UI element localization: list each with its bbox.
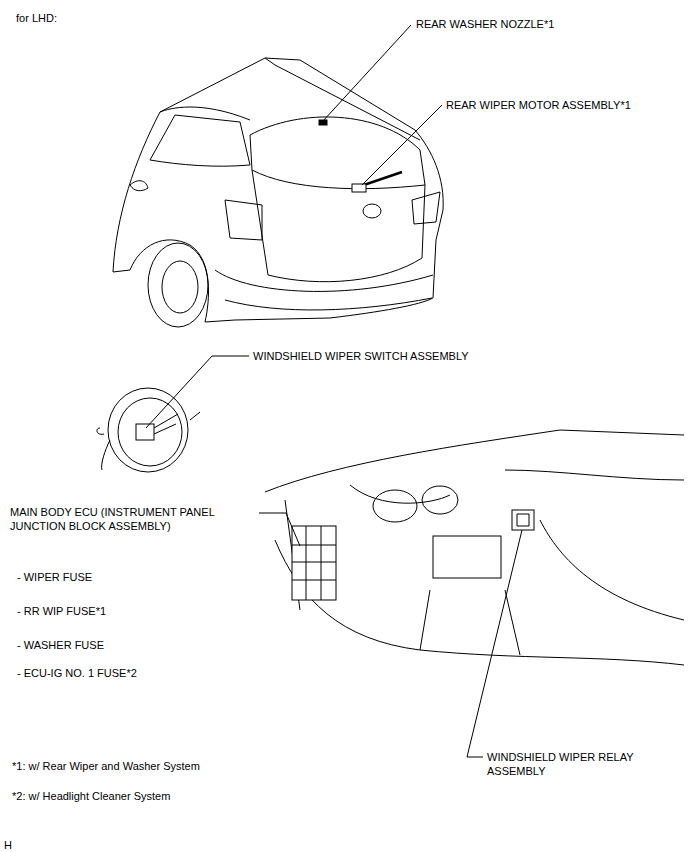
side-window [150, 115, 250, 166]
rear-window [250, 117, 425, 189]
mirror [130, 181, 148, 191]
rear-wiper-motor [352, 184, 366, 192]
center-display [433, 536, 501, 578]
junction-block [292, 526, 336, 600]
gauge [373, 490, 417, 522]
part-label: H [4, 838, 12, 852]
wiper-switch-lever [154, 414, 178, 434]
wiper-relay [512, 510, 534, 530]
part-label: REAR WIPER MOTOR ASSEMBLY*1 [446, 98, 631, 112]
gauge [422, 486, 458, 514]
part-label: *2: w/ Headlight Cleaner System [12, 789, 170, 803]
wheel-rim [108, 388, 188, 472]
leader-lines [146, 25, 522, 757]
part-label: - RR WIP FUSE*1 [17, 604, 106, 618]
steering-wheel [97, 388, 200, 472]
title: for LHD: [16, 11, 57, 25]
tail-light [225, 192, 440, 240]
dash-face [285, 470, 684, 610]
steering-column [97, 412, 200, 470]
wiper-relay-detail [517, 514, 529, 526]
center-console [420, 520, 684, 655]
leader-line [362, 105, 442, 185]
part-label: WINDSHIELD WIPER SWITCH ASSEMBLY [253, 349, 469, 363]
bumper [215, 270, 433, 310]
part-label: REAR WASHER NOZZLE*1 [416, 17, 554, 31]
part-label: MAIN BODY ECU (INSTRUMENT PANEL JUNCTION… [10, 505, 255, 533]
car-rear [113, 58, 443, 327]
wheel-rim-inner [118, 398, 182, 466]
wheel [148, 243, 208, 327]
dash-top [265, 430, 684, 492]
leader-line [259, 513, 300, 546]
tailgate [252, 170, 425, 282]
car-body [113, 58, 443, 322]
emblem [363, 204, 381, 218]
part-label: - ECU-IG NO. 1 FUSE*2 [17, 666, 137, 680]
junction-block-grid [292, 526, 336, 600]
car-roof-line [160, 58, 420, 140]
part-label: WINDSHIELD WIPER RELAY ASSEMBLY [487, 750, 672, 778]
instrument-panel [265, 430, 684, 665]
leader-line [323, 25, 411, 121]
leader-line [467, 530, 522, 757]
wiper-switch [136, 424, 154, 440]
part-label: - WIPER FUSE [17, 570, 92, 584]
wheel-hub [162, 261, 198, 313]
leader-line [146, 356, 249, 428]
part-label: *1: w/ Rear Wiper and Washer System [12, 759, 200, 773]
part-label: - WASHER FUSE [17, 638, 104, 652]
